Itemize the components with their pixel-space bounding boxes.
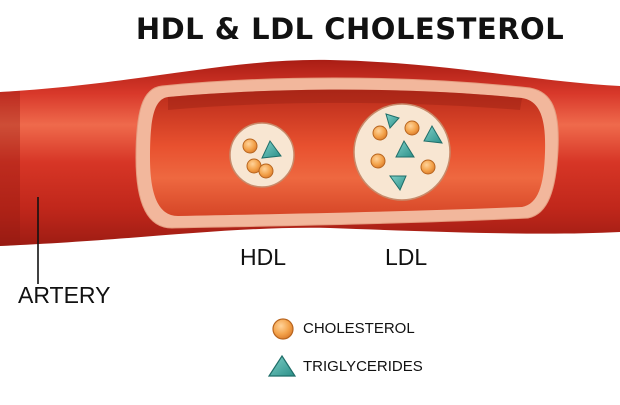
artery-wall-shade <box>0 91 20 246</box>
cholesterol-molecule <box>370 153 386 169</box>
cholesterol-molecule <box>258 163 274 179</box>
cholesterol-molecule <box>372 125 388 141</box>
cholesterol-molecule <box>404 120 420 136</box>
hdl-particle <box>229 122 295 188</box>
ldl-label: LDL <box>385 244 428 270</box>
triglyceride-molecule <box>395 139 415 158</box>
legend-triglycerides-label: TRIGLYCERIDES <box>303 358 423 375</box>
triglyceride-molecule <box>423 124 443 144</box>
lumen-shadow <box>168 89 522 110</box>
hdl-label: HDL <box>240 244 287 270</box>
legend-cholesterol-label: CHOLESTEROL <box>303 320 415 337</box>
triglyceride-molecule <box>389 175 407 192</box>
legend-cholesterol-icon <box>272 318 294 340</box>
artery-label: ARTERY <box>18 282 111 308</box>
ldl-particle <box>353 103 451 201</box>
diagram-title: HDL & LDL CHOLESTEROL <box>135 12 565 46</box>
legend-triglyceride-icon <box>267 354 297 377</box>
lumen-interior <box>150 89 546 216</box>
cholesterol-molecule <box>242 138 258 154</box>
cholesterol-molecule <box>420 159 436 175</box>
triglyceride-molecule <box>385 113 400 130</box>
triglyceride-molecule <box>261 140 282 159</box>
